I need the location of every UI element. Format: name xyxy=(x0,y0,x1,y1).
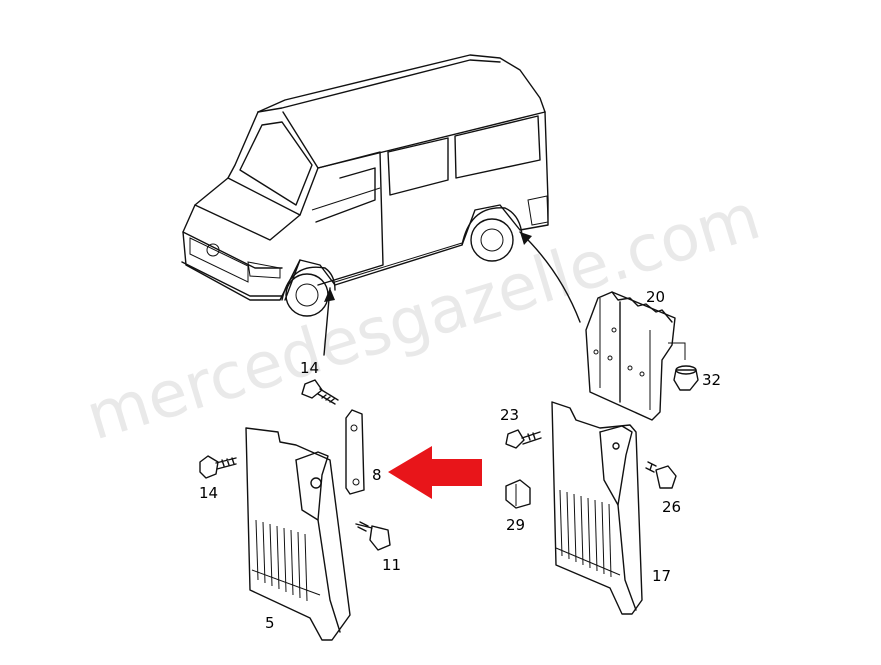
part-26-screw xyxy=(645,461,677,489)
label-8: 8 xyxy=(372,466,382,484)
part-14-screw-top xyxy=(301,379,339,405)
van-illustration xyxy=(181,54,549,317)
part-14-screw-left xyxy=(199,455,237,479)
part-32-leader xyxy=(668,342,686,360)
label-29: 29 xyxy=(506,516,525,534)
part-8-plate xyxy=(345,409,365,495)
label-17: 17 xyxy=(652,567,671,585)
label-23: 23 xyxy=(500,406,519,424)
part-23-screw xyxy=(505,429,542,449)
part-5-left-mudflap xyxy=(245,427,351,641)
part-29-clip xyxy=(505,479,531,509)
label-14-left: 14 xyxy=(199,484,218,502)
part-11-screw xyxy=(355,521,391,551)
front-pointer-head xyxy=(324,288,335,302)
part-32-nut xyxy=(673,365,699,391)
rear-pointer-head xyxy=(520,232,532,245)
label-26: 26 xyxy=(662,498,681,516)
label-14-top: 14 xyxy=(300,359,319,377)
label-11: 11 xyxy=(382,556,401,574)
rear-pointer-line xyxy=(519,231,581,323)
label-20: 20 xyxy=(646,288,665,306)
label-32: 32 xyxy=(702,371,721,389)
part-17-right-mudflap xyxy=(551,401,643,615)
label-5: 5 xyxy=(265,614,275,632)
watermark-text: mercedesgazelle.com xyxy=(78,180,768,455)
part-20-bracket xyxy=(585,291,676,421)
red-arrow-icon xyxy=(388,446,482,499)
